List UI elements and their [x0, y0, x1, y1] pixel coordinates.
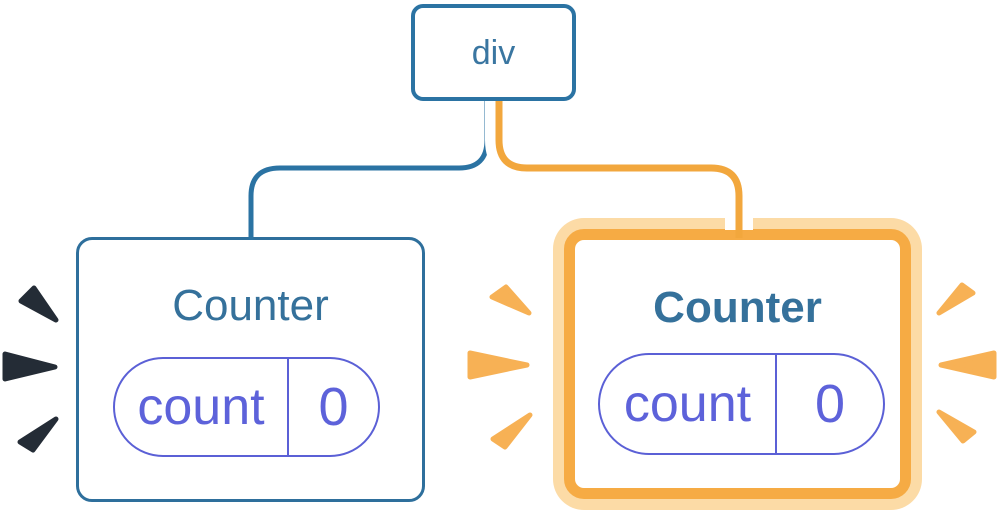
- tree-node-div-label: div: [471, 33, 516, 72]
- state-key-label: count: [115, 359, 289, 455]
- tree-node-div: div: [411, 4, 576, 101]
- spark-icon: [2, 351, 58, 382]
- state-key-label: count: [600, 355, 777, 453]
- spark-icon: [938, 350, 997, 380]
- spark-icon: [936, 409, 977, 444]
- connector-to-right-counter: [495, 101, 743, 238]
- spark-burst-middle-icon: [467, 284, 533, 450]
- state-value-label: 0: [318, 377, 349, 437]
- spark-icon: [17, 416, 59, 453]
- component-title: Counter: [653, 283, 822, 332]
- spark-icon: [467, 350, 530, 380]
- spark-icon: [936, 282, 976, 316]
- connector-casing: [485, 101, 753, 230]
- spark-burst-left-icon: [2, 285, 59, 453]
- state-pill: count 0: [598, 353, 885, 455]
- component-title: Counter: [172, 281, 329, 330]
- counter-card-left: Counter count 0: [76, 237, 425, 502]
- spark-icon: [489, 284, 532, 316]
- spark-burst-right-icon: [936, 282, 997, 444]
- state-value-label: 0: [814, 374, 846, 434]
- state-pill: count 0: [113, 357, 380, 457]
- spark-icon: [18, 285, 59, 323]
- counter-card-right-highlighted: Counter count 0: [564, 229, 911, 499]
- spark-icon: [490, 412, 533, 450]
- connector-to-left-counter: [248, 101, 490, 240]
